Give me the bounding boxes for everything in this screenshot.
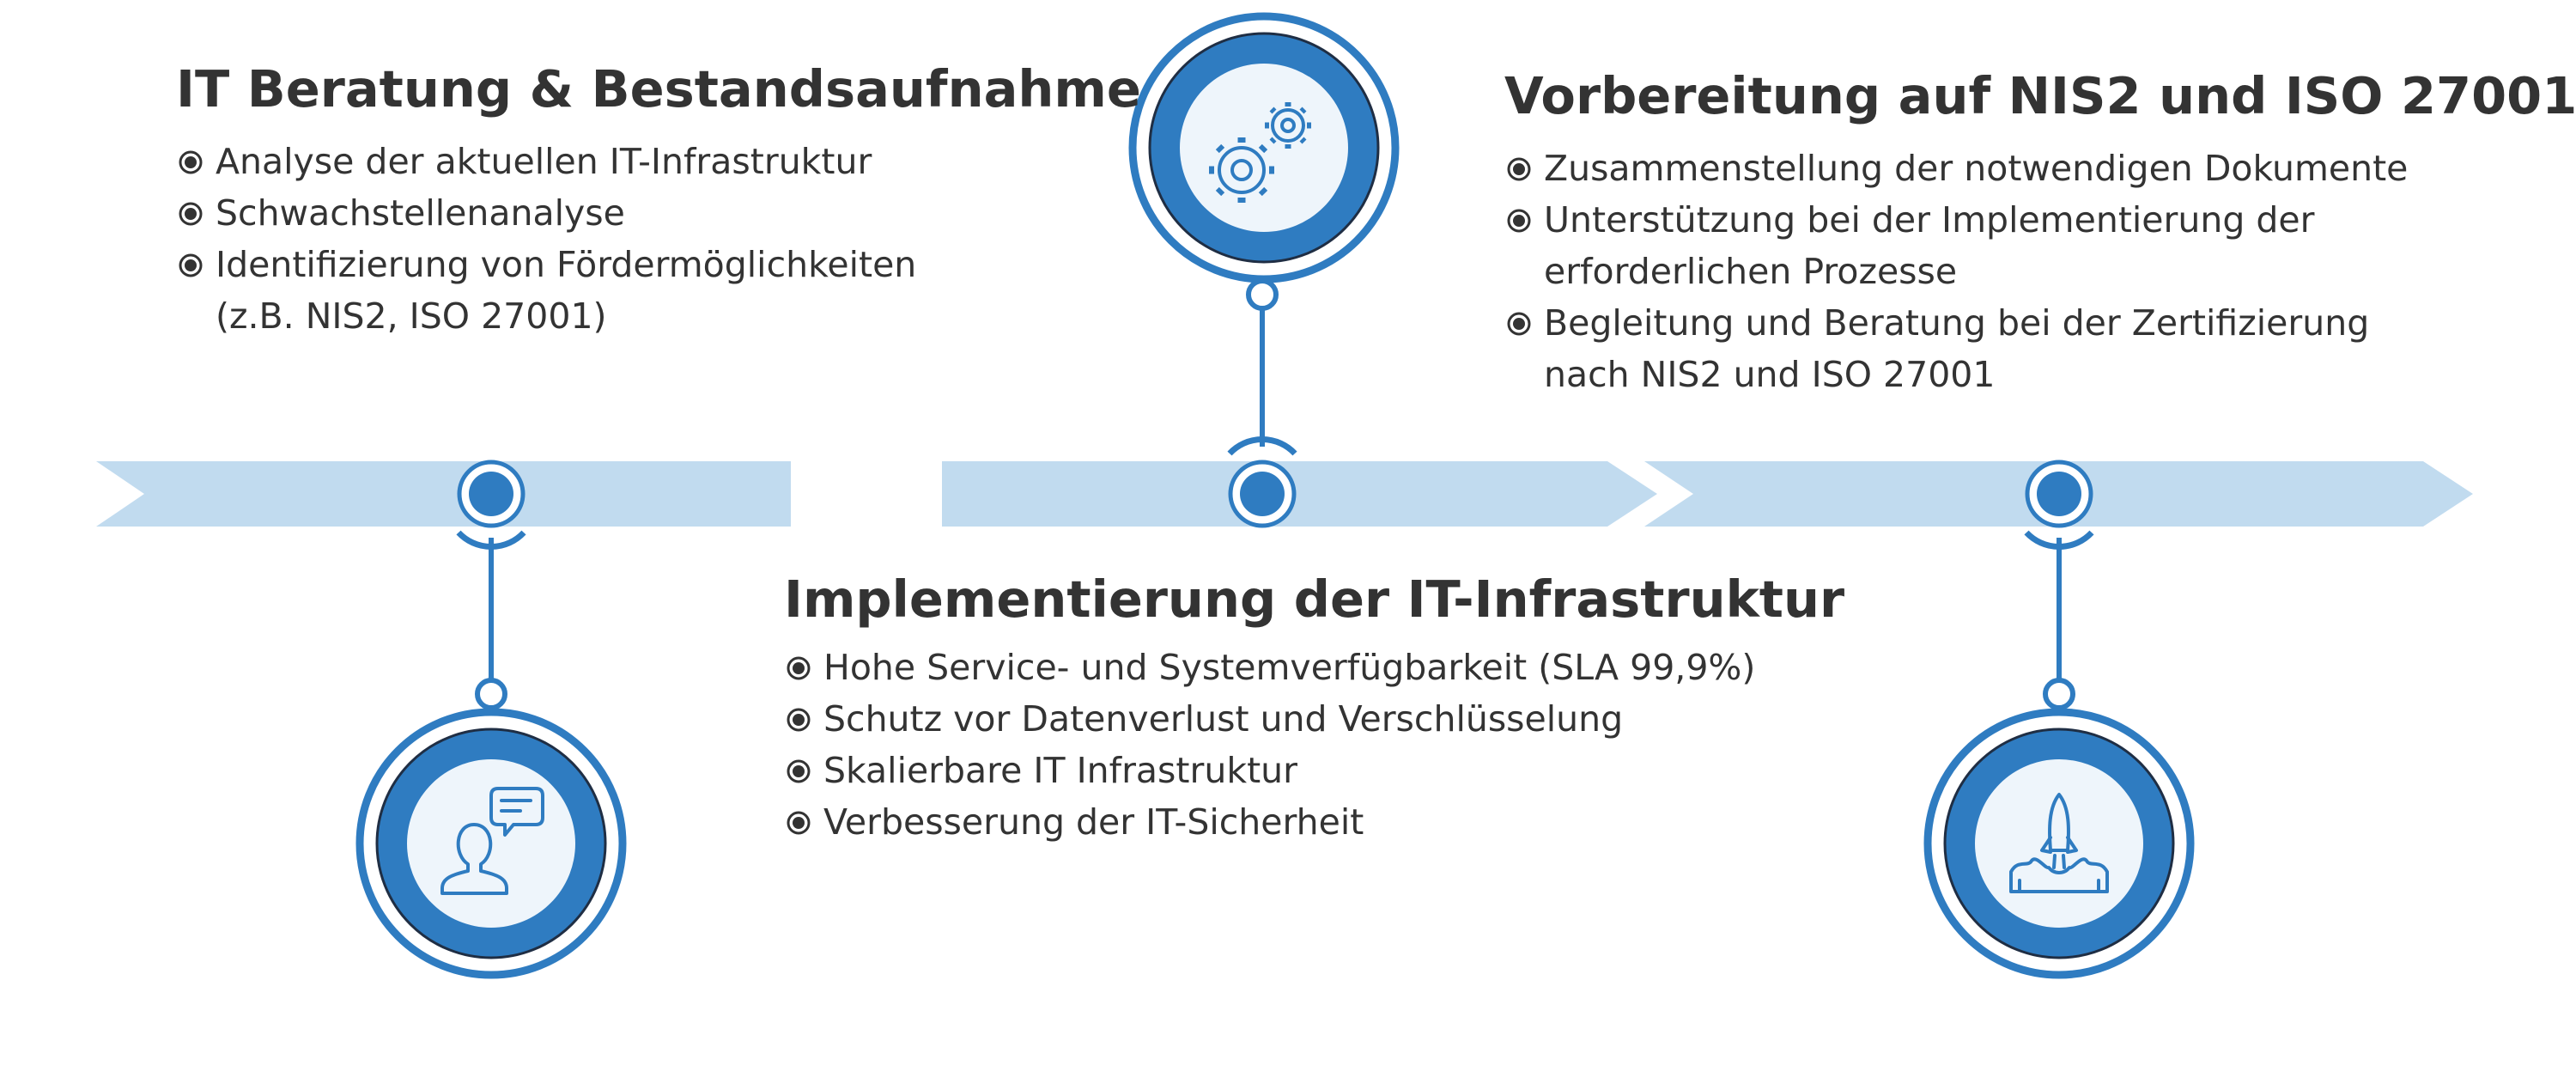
list-item: Analyse der aktuellen IT-Infrastruktur [176,136,1163,187]
list-item: Unterstützung bei der Implementierung de… [1504,194,2342,297]
list-item: Identifizierung von Fördermöglichkeiten … [176,239,997,342]
list-item: Begleitung und Beratung bei der Zertifiz… [1504,297,2403,400]
radio-bullet-icon [179,253,203,277]
step-title: IT Beratung & Bestandsaufnahme [176,59,1141,119]
step-items: Zusammenstellung der notwendigen Dokumen… [1504,143,2535,400]
list-item: Zusammenstellung der notwendigen Dokumen… [1504,143,2535,194]
rocket-launch-icon [2009,793,2109,893]
radio-bullet-icon [179,150,203,174]
list-item: Skalierbare IT Infrastruktur [784,745,1900,796]
radio-bullet-icon [787,811,811,835]
timeline-band-2 [942,461,1657,527]
timeline-node-2 [1227,278,1297,528]
rocket-medallion [1923,708,2195,979]
list-item: Schwachstellenanalyse [176,187,1163,239]
radio-bullet-icon [1507,157,1531,181]
list-item: Verbesserung der IT-Sicherheit [784,796,1900,848]
step-items: Hohe Service- und Systemverfügbarkeit (S… [784,642,1900,848]
radio-bullet-icon [787,759,811,783]
step-preparation: Vorbereitung auf NIS2 und ISO 27001 Zusa… [1504,66,2576,400]
step-consulting: IT Beratung & Bestandsaufnahme Analyse d… [176,59,1163,342]
timeline-node-3 [2024,460,2094,710]
gears-medallion [1128,12,1400,283]
consulting-medallion [355,708,627,979]
step-implementation: Implementierung der IT-Infrastruktur Hoh… [784,569,1900,848]
timeline-band-1 [96,461,791,527]
step-title: Implementierung der IT-Infrastruktur [784,569,1845,629]
consulting-person-speech-icon [440,787,544,895]
step-items: Analyse der aktuellen IT-Infrastruktur S… [176,136,1163,342]
step-title: Vorbereitung auf NIS2 und ISO 27001 [1504,66,2576,125]
timeline-node-1 [456,460,526,710]
list-item: Schutz vor Datenverlust und Verschlüssel… [784,693,1900,745]
gears-icon [1209,102,1311,203]
radio-bullet-icon [179,202,203,226]
list-item: Hohe Service- und Systemverfügbarkeit (S… [784,642,1900,693]
radio-bullet-icon [787,708,811,732]
radio-bullet-icon [1507,312,1531,336]
radio-bullet-icon [1507,209,1531,233]
radio-bullet-icon [787,656,811,680]
